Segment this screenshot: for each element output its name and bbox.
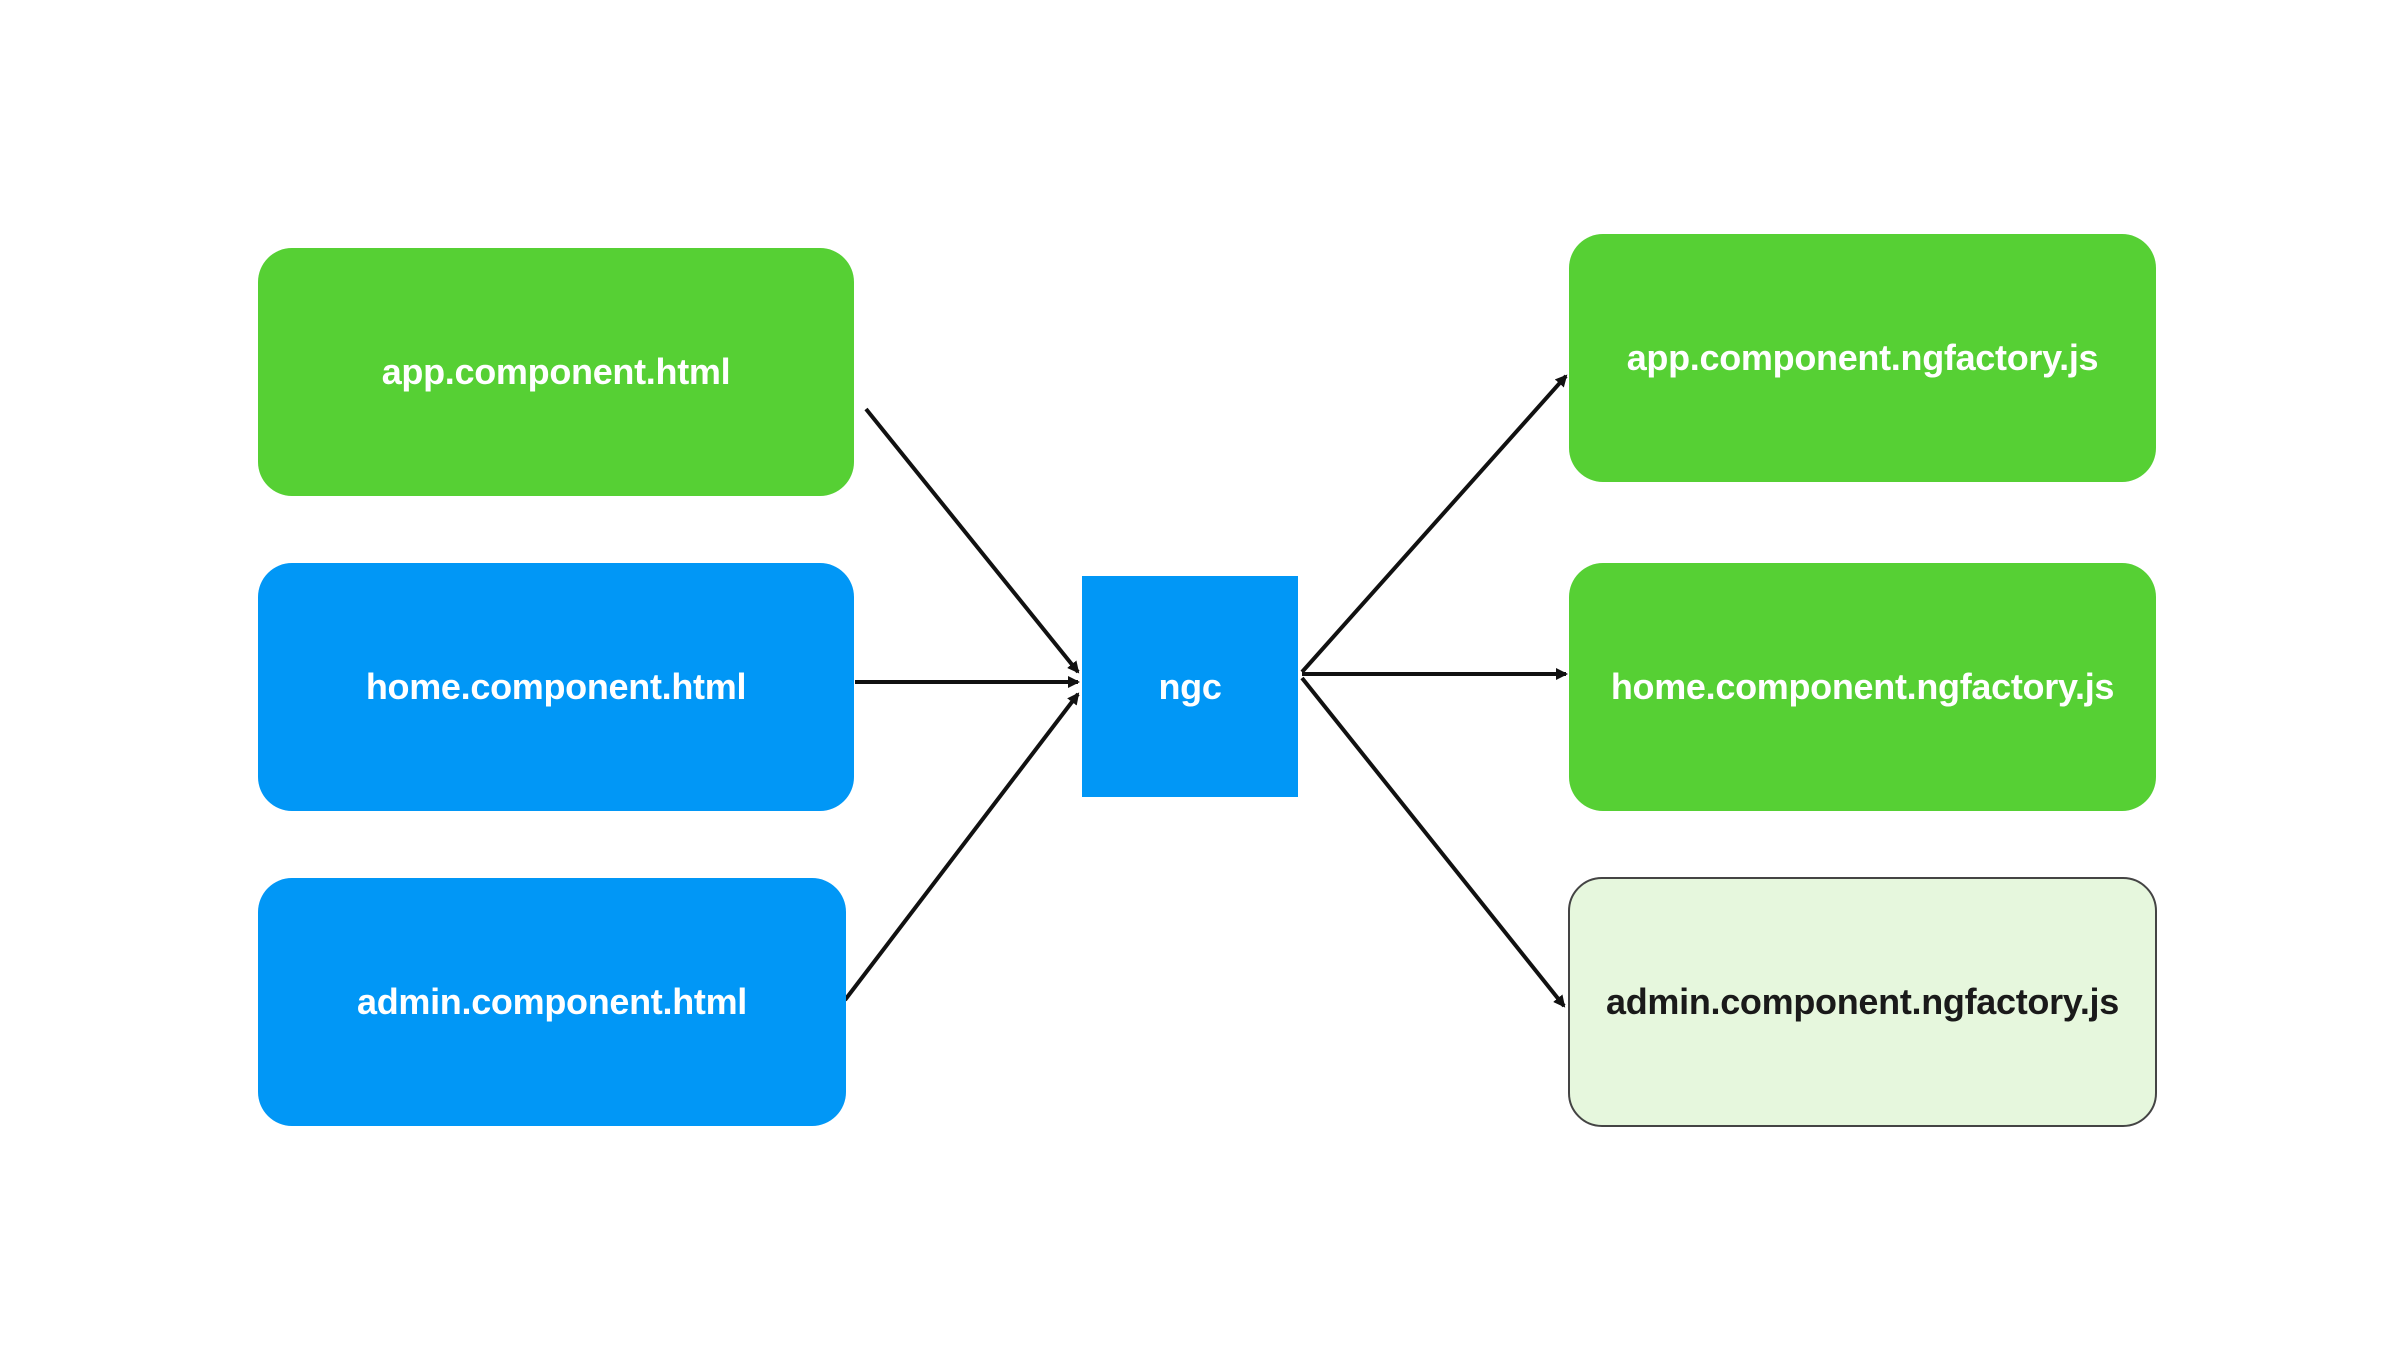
- output-box-admin-ngfactory: admin.component.ngfactory.js: [1568, 877, 2157, 1127]
- output-box-home-ngfactory: home.component.ngfactory.js: [1569, 563, 2156, 811]
- input-label-admin: admin.component.html: [356, 981, 747, 1022]
- input-label-home: home.component.html: [365, 666, 747, 707]
- ngc-label: ngc: [1158, 665, 1222, 707]
- output-label-admin: admin.component.ngfactory.js: [1606, 981, 2119, 1022]
- ngc-compiler-box: ngc: [1082, 576, 1298, 797]
- arrow-admin-html-to-ngc: [843, 692, 1080, 1002]
- output-box-app-ngfactory: app.component.ngfactory.js: [1569, 234, 2156, 482]
- output-label-home: home.component.ngfactory.js: [1610, 666, 2115, 707]
- output-label-app: app.component.ngfactory.js: [1626, 337, 2099, 378]
- input-label-app: app.component.html: [381, 351, 731, 392]
- arrow-ngc-to-app-factory: [1300, 374, 1568, 674]
- input-box-app-component-html: app.component.html: [258, 248, 854, 496]
- arrow-ngc-to-admin-factory: [1300, 676, 1566, 1008]
- input-box-admin-component-html: admin.component.html: [258, 878, 846, 1126]
- arrow-app-html-to-ngc: [864, 407, 1080, 674]
- input-box-home-component-html: home.component.html: [258, 563, 854, 811]
